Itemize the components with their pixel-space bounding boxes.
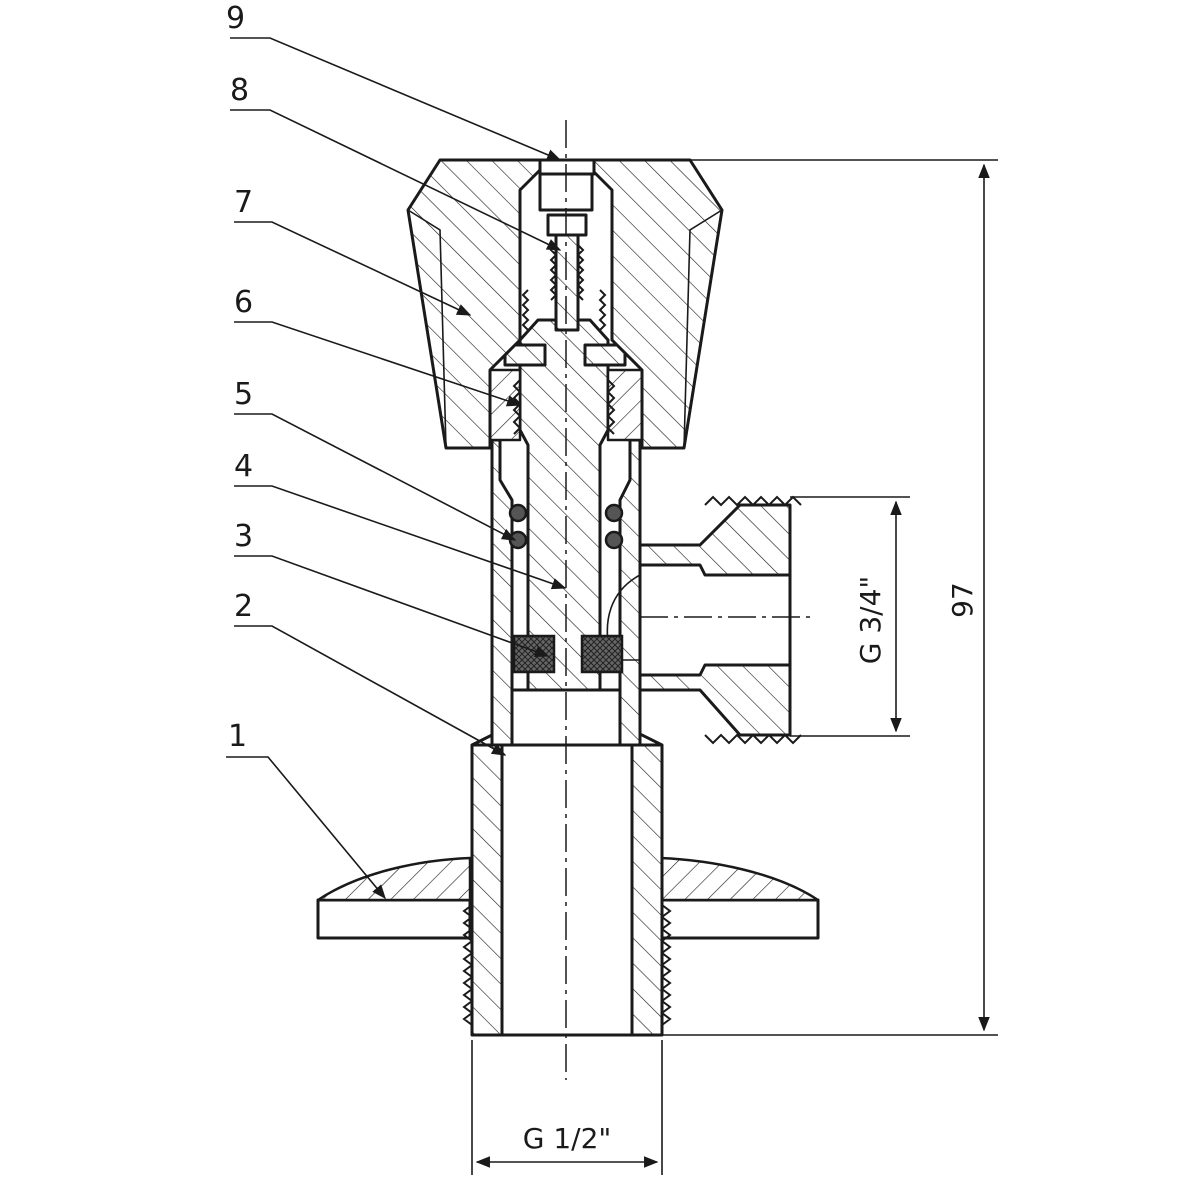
dimension-height: 97 <box>592 159 998 1036</box>
callout-1: 1 <box>226 719 386 900</box>
inlet-pipe <box>462 728 672 1037</box>
callout-label-1: 1 <box>228 719 247 754</box>
outlet-thread-label: G 3/4" <box>854 576 887 665</box>
callout-label-4: 4 <box>234 449 253 484</box>
callout-5: 5 <box>234 377 517 541</box>
callout-2: 2 <box>234 589 507 756</box>
dimension-outlet: G 3/4" <box>790 496 910 737</box>
spindle-headpiece <box>484 289 644 692</box>
callout-7: 7 <box>234 185 472 316</box>
valve-body <box>490 438 802 747</box>
callout-label-5: 5 <box>234 377 253 412</box>
handle-cap <box>406 158 724 450</box>
callout-label-7: 7 <box>234 185 253 220</box>
callout-9: 9 <box>226 1 562 161</box>
callout-label-2: 2 <box>234 589 253 624</box>
dimension-inlet: G 1/2" <box>471 1040 663 1175</box>
callout-6: 6 <box>234 285 522 407</box>
callout-label-8: 8 <box>230 73 249 108</box>
callout-label-9: 9 <box>226 1 245 36</box>
inlet-thread-label: G 1/2" <box>523 1122 612 1155</box>
rosette-flange <box>316 856 820 940</box>
callout-4: 4 <box>234 449 567 590</box>
callout-label-3: 3 <box>234 519 253 554</box>
callout-label-6: 6 <box>234 285 253 320</box>
callout-3: 3 <box>234 519 550 658</box>
callout-8: 8 <box>230 73 562 251</box>
height-dimension-label: 97 <box>946 582 979 618</box>
